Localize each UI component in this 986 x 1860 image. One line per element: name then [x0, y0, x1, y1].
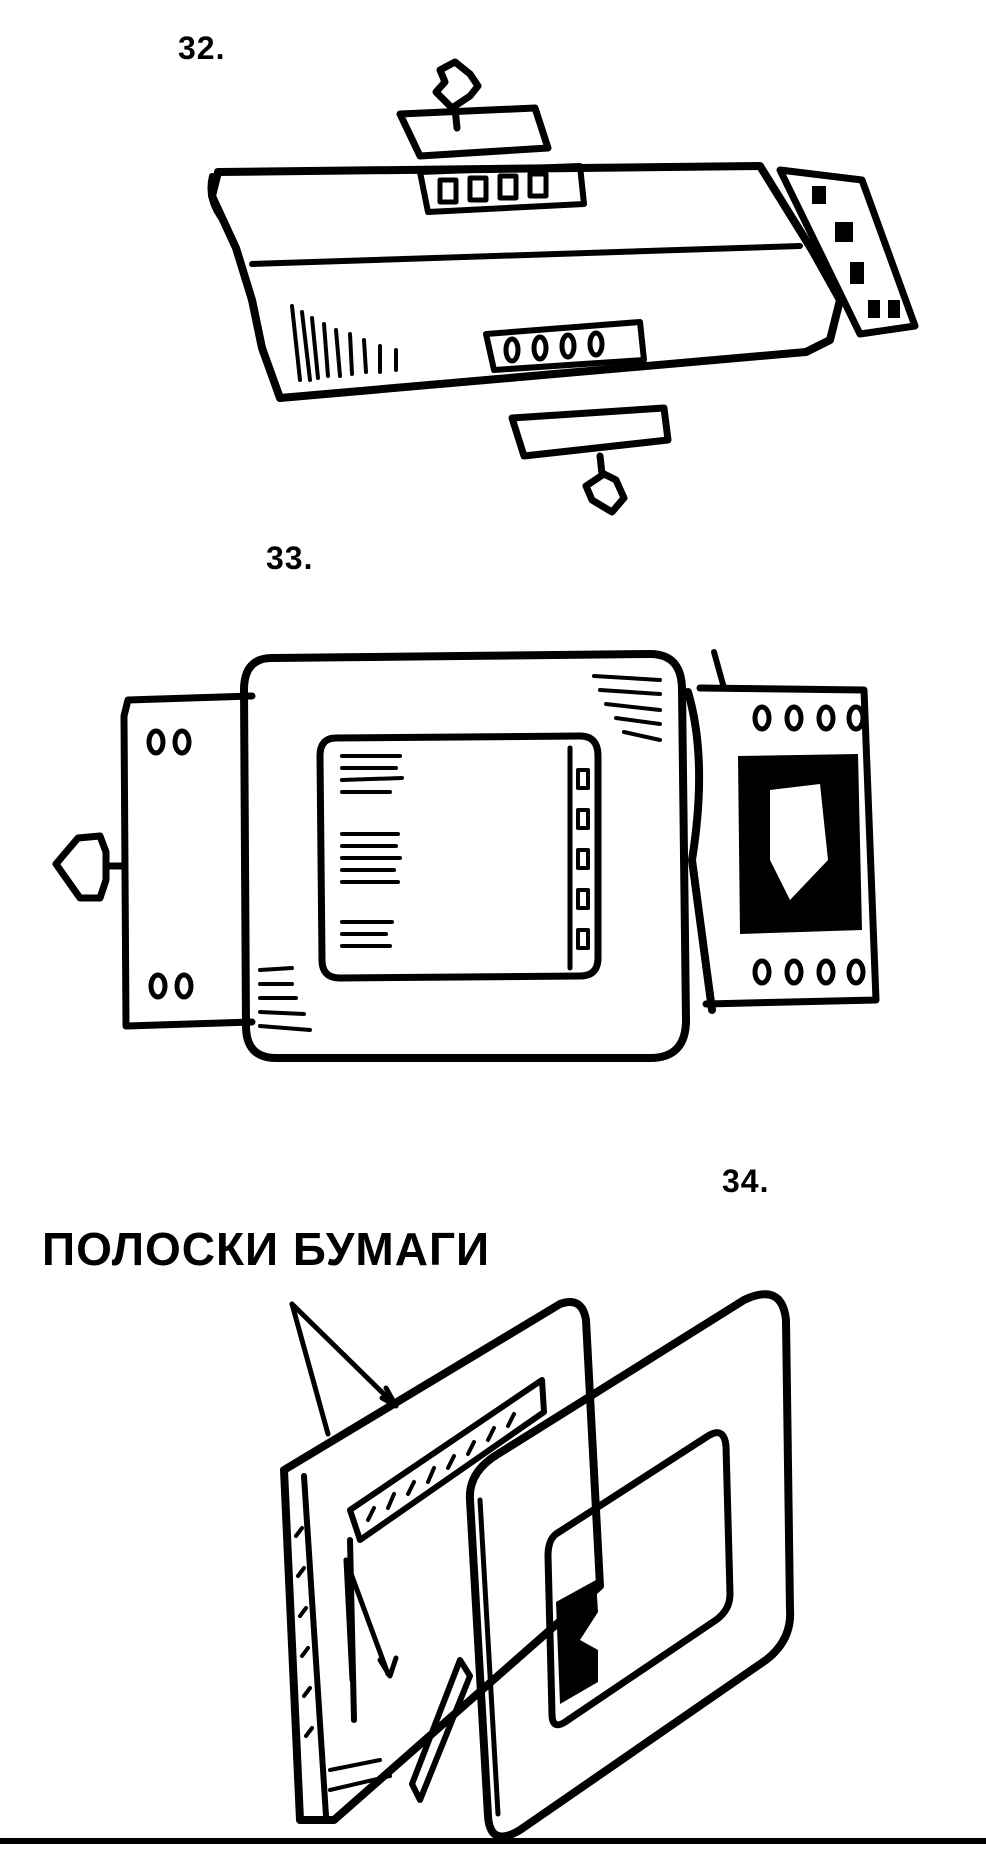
front-frame-edge — [477, 1497, 501, 1817]
slide-frame-shading — [290, 304, 398, 382]
back-panel-edge — [301, 1473, 329, 1819]
paper-strips-label: ПОЛОСКИ БУМАГИ — [42, 1223, 491, 1275]
paper-strip-bottom — [409, 1657, 473, 1803]
film-strip-right-details — [812, 186, 900, 318]
film-perforations-top — [437, 171, 549, 205]
film-frame-image — [738, 754, 862, 934]
figure-33-number: 33. — [266, 540, 314, 576]
slide-frame-body — [208, 162, 844, 402]
film-strip-curl — [684, 688, 716, 1014]
paper-strip-top-holes — [366, 1412, 516, 1522]
film-strip-right-33-holes — [752, 704, 866, 986]
figure-34-drawing — [280, 1290, 795, 1841]
film-strip-top — [417, 163, 587, 215]
back-panel-inner-line — [347, 1537, 357, 1723]
back-panel — [280, 1298, 604, 1824]
slide-frame-edge — [207, 173, 227, 225]
arrow-up-icon — [432, 58, 482, 132]
paper-strip-top — [347, 1377, 547, 1543]
figure-34-number: 34. — [722, 1163, 770, 1199]
figure-33-drawing — [52, 649, 880, 1062]
arrow-left-icon — [52, 832, 128, 902]
front-frame-window — [544, 1429, 734, 1729]
slide-window — [316, 732, 602, 982]
film-piece-lower — [508, 404, 672, 460]
front-frame — [465, 1290, 795, 1841]
film-strip-tip — [711, 649, 727, 691]
film-strip-right — [776, 166, 919, 338]
film-strip-right-33 — [696, 684, 880, 1008]
figure-32-drawing — [207, 58, 919, 516]
film-perforations-bottom — [503, 330, 605, 364]
figure-32-number: 32. — [178, 30, 226, 66]
film-strip-bottom — [483, 319, 647, 373]
film-piece-upper — [396, 104, 552, 160]
arrow-down-icon — [582, 452, 628, 516]
film-tab-left-holes — [146, 728, 194, 1000]
slide-frame-divider — [249, 243, 803, 267]
back-panel-perforations — [294, 1526, 392, 1792]
bottom-rule — [0, 1838, 986, 1844]
front-frame-window-film — [556, 1580, 598, 1704]
slide-frame-front-shading — [258, 674, 662, 1032]
slide-window-hatching — [340, 754, 404, 948]
slide-window-perforations — [576, 768, 590, 950]
slide-frame-front — [240, 650, 690, 1062]
film-tab-left — [120, 692, 256, 1030]
